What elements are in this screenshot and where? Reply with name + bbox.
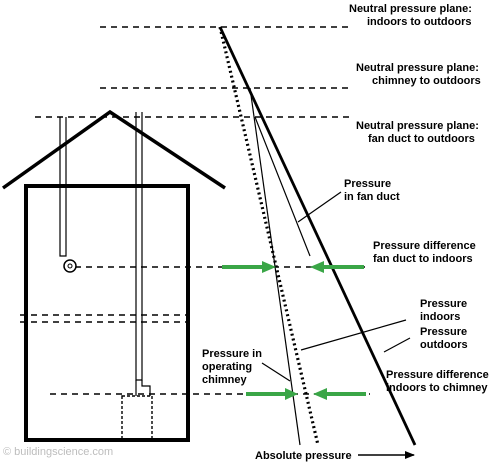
axis-label: Absolute pressure [255, 450, 352, 462]
fan-icon [63, 259, 77, 273]
difference-arrows [222, 261, 366, 400]
outdoors-label-1: Pressure [420, 326, 467, 338]
diff-fan-label-2: fan duct to indoors [373, 253, 473, 265]
indoors-label-2: indoors [420, 311, 460, 323]
reference-lines [20, 26, 370, 395]
leader-lines [261, 191, 411, 382]
npp-fan-label-2: fan duct to outdoors [368, 133, 475, 145]
fan-duct-label-1: Pressure [344, 178, 391, 190]
chimney-connector [135, 380, 151, 396]
chimney-diff-arrow-left-head [285, 388, 298, 400]
outdoors-leader [383, 337, 411, 353]
watermark: © buildingscience.com [3, 446, 113, 458]
npp-fan-label-1: Neutral pressure plane: [356, 120, 479, 132]
indoor-pressure-line [218, 26, 320, 446]
fan-diff-arrow-right-head [310, 261, 324, 273]
fan-duct [59, 117, 67, 257]
chimney-label-2: operating [202, 361, 252, 373]
indoors-label-1: Pressure [420, 298, 467, 310]
chimney-label-3: chimney [202, 374, 248, 386]
npp-chimney-label-1: Neutral pressure plane: [356, 62, 479, 74]
chimney-leader [261, 362, 291, 382]
npp-indoor-label-2: indoors to outdoors [367, 16, 471, 28]
chimney-diff-arrow-right-head [313, 388, 327, 400]
chimney-flue [135, 112, 143, 381]
chimney-pressure-line [249, 87, 301, 446]
chimney-label-1: Pressure in [202, 348, 262, 360]
house [1, 109, 226, 442]
house-roof [1, 109, 226, 190]
house-walls [24, 184, 190, 442]
fan-duct-pressure-line [254, 116, 311, 257]
indoors-leader [300, 319, 407, 351]
appliance [121, 395, 153, 441]
npp-indoor-label-1: Neutral pressure plane: [349, 3, 472, 15]
diff-chimney-label-1: Pressure difference [386, 369, 489, 381]
pressure-lines [218, 26, 417, 446]
outdoor-pressure-line [218, 26, 417, 446]
fan-duct-leader [297, 191, 342, 223]
fan-duct-label-2: in fan duct [344, 191, 400, 203]
fan-diff-arrow-left-head [262, 261, 276, 273]
fan-hub [67, 263, 73, 269]
npp-chimney-label-2: chimney to outdoors [372, 75, 481, 87]
diff-fan-label-1: Pressure difference [373, 240, 476, 252]
outdoors-label-2: outdoors [420, 339, 468, 351]
diff-chimney-label-2: indoors to chimney [386, 382, 488, 394]
